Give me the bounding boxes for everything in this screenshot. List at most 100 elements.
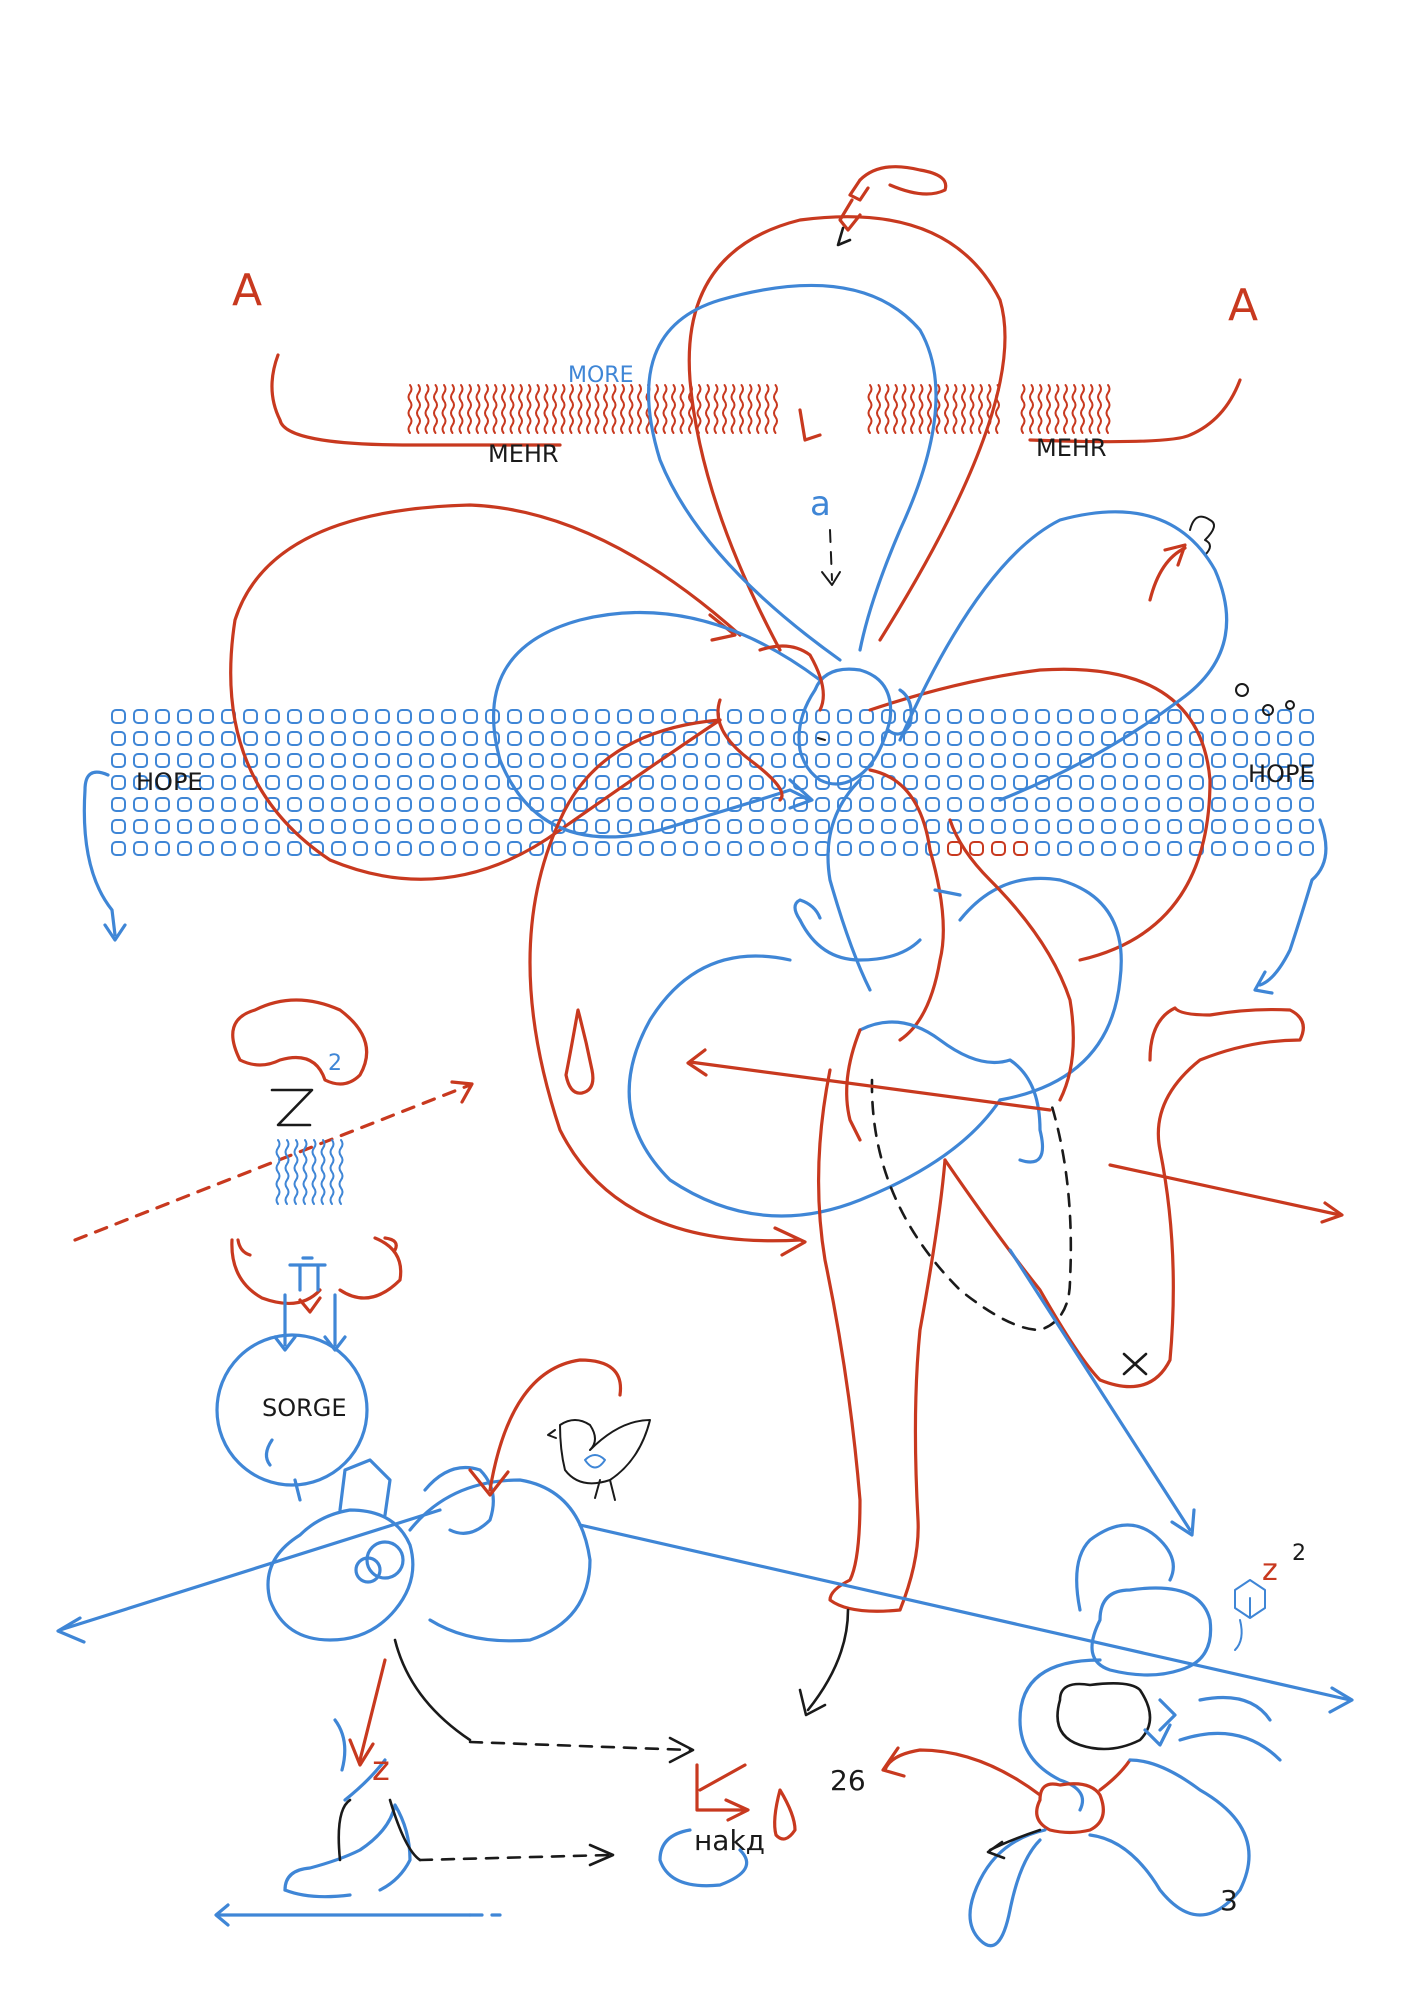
- grid-cell: [727, 841, 742, 856]
- wave-stroke: [611, 384, 617, 434]
- letter-a-right: A: [1228, 280, 1258, 331]
- red-arrow-mid: [688, 1060, 1052, 1112]
- grid-cell: [507, 819, 522, 834]
- grid-cell: [639, 709, 654, 724]
- grid-cell: [265, 775, 280, 790]
- grid-cell: [375, 775, 390, 790]
- grid-cell: [221, 775, 236, 790]
- grid-cell: [573, 775, 588, 790]
- grid-cell: [859, 775, 874, 790]
- grid-cell: [771, 797, 786, 812]
- grid-cell: [1123, 775, 1138, 790]
- grid-cell: [463, 731, 478, 746]
- grid-cell: [375, 797, 390, 812]
- grid-cell: [1035, 797, 1050, 812]
- grid-cell: [903, 819, 918, 834]
- label-naka: наkд: [694, 1824, 765, 1857]
- grid-cell: [1299, 753, 1314, 768]
- wave-stroke: [654, 384, 659, 434]
- grid-cell: [1167, 753, 1182, 768]
- grid-cell: [463, 797, 478, 812]
- grid-cell: [419, 731, 434, 746]
- grid-cell: [221, 819, 236, 834]
- grid-cell: [705, 753, 720, 768]
- grid-cell: [1277, 709, 1292, 724]
- grid-cell: [749, 841, 764, 856]
- small-foot: z: [214, 1718, 615, 1927]
- grid-cell: [969, 797, 984, 812]
- grid-cell: [507, 753, 522, 768]
- wave-stroke: [1097, 384, 1102, 434]
- grid-cell: [1255, 797, 1270, 812]
- wave-stroke: [961, 384, 966, 434]
- grid-cell: [837, 819, 852, 834]
- wave-stroke: [1080, 384, 1085, 434]
- grid-cell: [1079, 841, 1094, 856]
- grid-cell: [265, 841, 280, 856]
- grid-cell: [111, 775, 126, 790]
- grid-cell: [309, 797, 324, 812]
- grid-cell: [463, 709, 478, 724]
- wave-stroke: [969, 384, 975, 434]
- grid-cell: [1167, 775, 1182, 790]
- grid-cell: [111, 709, 126, 724]
- top-band: A A MORE MEHR MEHR: [232, 265, 1258, 468]
- grid-cell: [1057, 841, 1072, 856]
- grid-cell: [1277, 819, 1292, 834]
- grid-cell: [529, 775, 544, 790]
- grid-cell: [331, 753, 346, 768]
- grid-cell: [925, 709, 940, 724]
- grid-cell: [287, 709, 302, 724]
- grid-cell: [859, 731, 874, 746]
- grid-cell: [441, 731, 456, 746]
- wave-stroke: [1063, 384, 1068, 434]
- grid-cell: [463, 753, 478, 768]
- grid-cell: [353, 753, 368, 768]
- grid-cell: [1299, 731, 1314, 746]
- grid-cell: [837, 731, 852, 746]
- grid-cell: [133, 797, 148, 812]
- wave-stroke: [884, 384, 890, 434]
- grid-cell: [309, 819, 324, 834]
- grid-cell: [595, 819, 610, 834]
- grid-cell: [353, 797, 368, 812]
- wave-stroke: [764, 384, 770, 434]
- grid-cell: [573, 709, 588, 724]
- grid-cell: [551, 731, 566, 746]
- grid-cell: [551, 775, 566, 790]
- grid-cell: [991, 797, 1006, 812]
- label-hope-right: HOPE: [1248, 760, 1315, 788]
- superscript-2-left: 2: [328, 1051, 342, 1076]
- grid-cell: [1101, 753, 1116, 768]
- label-small-a: a: [810, 484, 831, 524]
- grid-cell: [1145, 731, 1160, 746]
- naka-symbol: наkд 26: [658, 1763, 866, 1888]
- grid-cell: [331, 775, 346, 790]
- wave-stroke: [901, 384, 907, 434]
- grid-cell: [1211, 797, 1226, 812]
- wave-stroke: [484, 384, 489, 434]
- grid-cell: [397, 775, 412, 790]
- grid-cell: [485, 797, 500, 812]
- grid-cell: [419, 775, 434, 790]
- grid-cell: [1035, 753, 1050, 768]
- wave-stroke: [475, 384, 481, 434]
- grid-cell: [529, 753, 544, 768]
- red-arrow-right: [1108, 1163, 1342, 1217]
- blue-diagonal-right: [578, 1523, 1352, 1702]
- grid-cell: [1035, 775, 1050, 790]
- grid-cell: [991, 753, 1006, 768]
- grid-cell: [991, 775, 1006, 790]
- wave-stroke: [552, 384, 557, 434]
- grid-cell: [397, 819, 412, 834]
- wave-stroke: [586, 384, 591, 434]
- grid-cell: [1101, 797, 1116, 812]
- grid-cell: [177, 753, 192, 768]
- grid-cell: [1079, 819, 1094, 834]
- grid-cell: [111, 731, 126, 746]
- grid-cell: [793, 841, 808, 856]
- grid-cell: [771, 819, 786, 834]
- grid-cell: [881, 841, 896, 856]
- grid-cell: [617, 797, 632, 812]
